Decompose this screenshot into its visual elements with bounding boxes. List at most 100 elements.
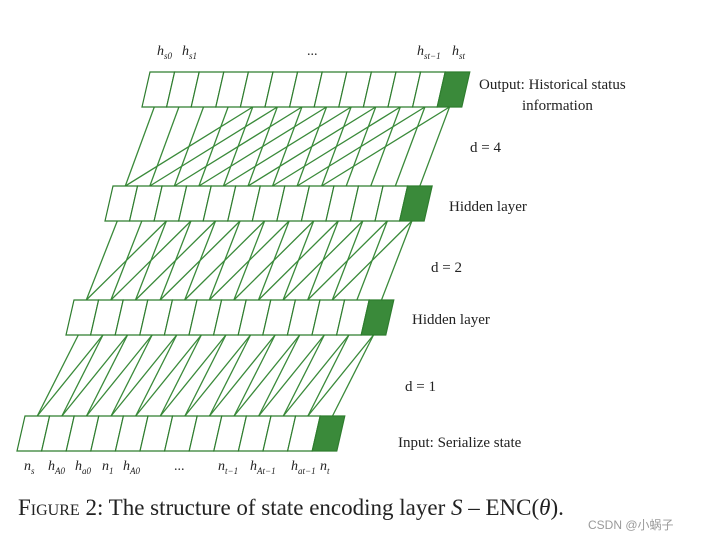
connection-line (233, 334, 301, 417)
connection-line (223, 106, 352, 187)
input-token-subscript: a0 (82, 466, 92, 476)
current-state-cell (398, 185, 433, 222)
connection-line (36, 334, 79, 417)
connection-line (331, 334, 375, 417)
connection-line (282, 220, 364, 301)
output-token-base: h (182, 44, 189, 59)
input-layer (16, 415, 346, 452)
connection-line (258, 334, 301, 417)
connection-line (184, 220, 266, 301)
caption-dash: – (468, 495, 480, 520)
output-token-base: h (417, 44, 424, 59)
caption-symbol: S (450, 495, 463, 520)
input-token-base: h (75, 459, 82, 474)
connection-line (149, 106, 180, 187)
caption-number: 2: (85, 495, 104, 520)
hidden-layer-1 (65, 299, 395, 336)
input-token: n1 (102, 459, 114, 476)
connection-line (36, 334, 104, 417)
connection-line (394, 106, 426, 187)
output-layer (141, 71, 471, 108)
input-token-subscript: s (31, 466, 35, 476)
output-token-base: ... (307, 44, 318, 59)
connection-line (159, 334, 202, 417)
input-token: hat−1 (291, 459, 316, 476)
connection-line (331, 220, 413, 301)
connection-line (124, 106, 155, 187)
connection-line (85, 334, 153, 417)
input-token-base: ... (174, 459, 185, 474)
output-token: hst (452, 44, 466, 61)
connection-line (110, 334, 153, 417)
connection-line (282, 334, 325, 417)
output-label-line2: information (522, 98, 593, 114)
connection-line (85, 334, 129, 417)
input-token: nt−1 (218, 459, 238, 476)
connection-line (124, 106, 254, 187)
output-token-base: h (452, 44, 459, 59)
output-token: hs1 (182, 44, 197, 61)
connection-line (307, 334, 375, 417)
connection-line (184, 334, 252, 417)
connection-line (233, 220, 315, 301)
output-token: hst−1 (417, 44, 441, 61)
connection-line (208, 334, 252, 417)
connection-line (85, 220, 167, 301)
connection-line (321, 106, 450, 187)
connection-line (159, 334, 227, 417)
connection-line (307, 220, 388, 301)
input-token-subscript: At−1 (256, 466, 276, 476)
caption-text: The structure of state encoding layer (108, 495, 446, 520)
input-token-base: n (24, 459, 31, 474)
output-token-subscript: st (459, 51, 466, 61)
output-label: Output: Historical status (479, 77, 626, 93)
current-state-cell (436, 71, 471, 108)
caption-theta: θ (539, 495, 551, 520)
connection-line (135, 334, 178, 417)
output-token: ... (307, 44, 318, 59)
current-state-cell (311, 415, 346, 452)
input-token: ... (174, 459, 185, 474)
caption-enc: ENC (485, 495, 532, 520)
layers (16, 71, 471, 452)
connection-line (110, 220, 192, 301)
dilated-connections (36, 106, 451, 417)
connection-line (149, 106, 278, 187)
connection-line (419, 106, 451, 187)
hidden-layer-label-top: Hidden layer (449, 199, 527, 215)
connection-line (159, 220, 241, 301)
connection-line (258, 334, 325, 417)
input-token-subscript: t (327, 466, 330, 476)
input-token-subscript: A0 (54, 466, 65, 476)
input-token: ha0 (75, 459, 92, 476)
connection-line (258, 220, 339, 301)
input-token-base: n (218, 459, 225, 474)
output-token-base: h (157, 44, 164, 59)
input-token-base: n (320, 459, 327, 474)
connection-line (61, 334, 104, 417)
output-token-subscript: s1 (189, 51, 197, 61)
connection-line (135, 334, 202, 417)
connection-line (233, 334, 276, 417)
input-token: hA0 (123, 459, 140, 476)
dilation-label-2: d = 2 (431, 260, 462, 276)
connection-line (247, 106, 377, 187)
input-token-base: n (102, 459, 109, 474)
connection-line (184, 334, 227, 417)
connection-line (282, 334, 350, 417)
input-token-subscript: A0 (129, 466, 140, 476)
output-token: hs0 (157, 44, 173, 61)
output-token-subscript: st−1 (424, 51, 441, 61)
dilation-label-1: d = 1 (405, 379, 436, 395)
input-token: ns (24, 459, 35, 476)
connection-line (208, 220, 290, 301)
input-token-base: h (123, 459, 130, 474)
caption-end: ). (550, 495, 564, 520)
hidden-layer-2 (104, 185, 433, 222)
connection-line (296, 106, 426, 187)
hidden-layer-label-bottom: Hidden layer (412, 312, 490, 328)
input-token-base: h (48, 459, 55, 474)
connection-line (380, 220, 413, 301)
caption-figure-word: Figure (18, 495, 80, 520)
